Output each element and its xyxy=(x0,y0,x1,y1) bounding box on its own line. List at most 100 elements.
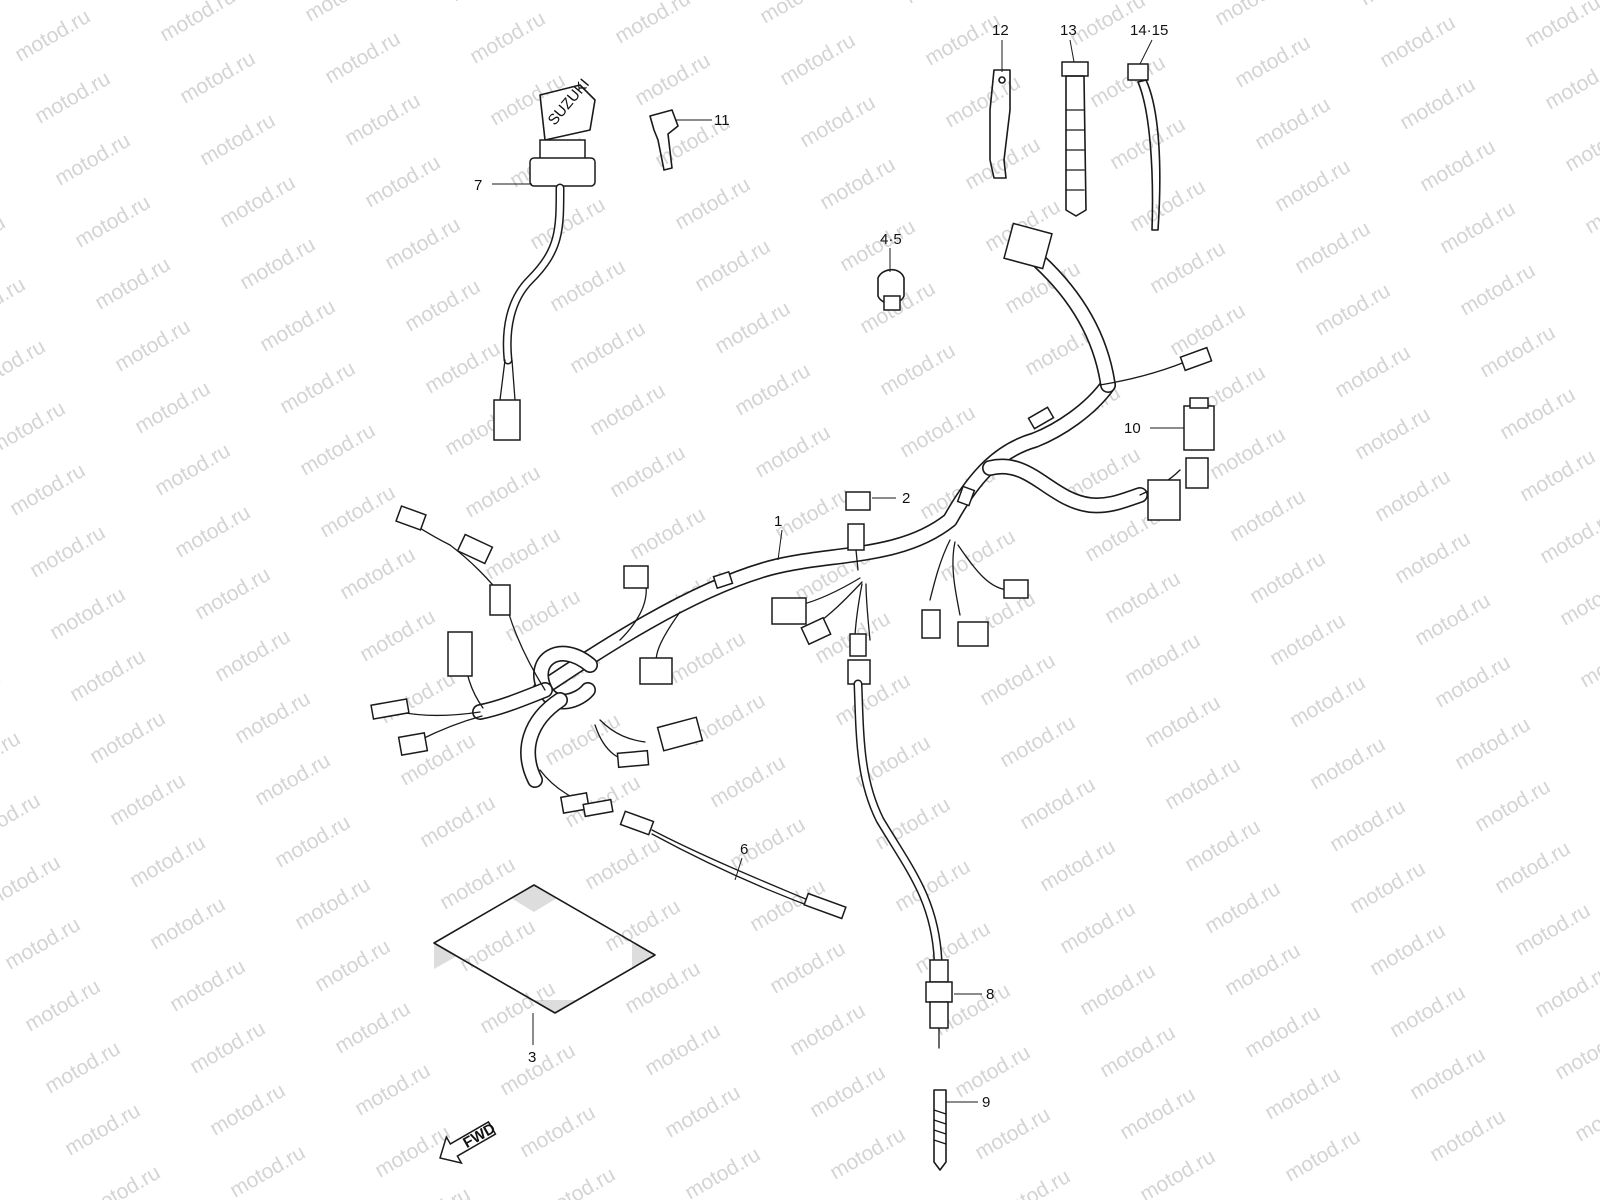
watermark-text: motod.ru xyxy=(1206,423,1289,484)
watermark-text: motod.ru xyxy=(516,1101,599,1162)
watermark-text: motod.ru xyxy=(11,5,94,66)
watermark-text: motod.ru xyxy=(191,563,274,624)
clamp-strap xyxy=(989,69,1011,179)
watermark-text: motod.ru xyxy=(1356,0,1439,10)
watermark-text: motod.ru xyxy=(1076,959,1159,1020)
watermark-text: motod.ru xyxy=(731,359,814,420)
watermark-text: motod.ru xyxy=(381,213,464,274)
watermark-text: motod.ru xyxy=(496,1039,579,1100)
callout-band: 13 xyxy=(1060,22,1077,39)
watermark-text: motod.ru xyxy=(401,275,484,336)
watermark-text: motod.ru xyxy=(0,211,9,272)
watermark-text: motod.ru xyxy=(71,191,154,252)
watermark-text: motod.ru xyxy=(66,645,149,706)
clamp xyxy=(877,268,905,311)
watermark-text: motod.ru xyxy=(1036,835,1119,896)
watermark-text: motod.ru xyxy=(1246,547,1329,608)
watermark-text: motod.ru xyxy=(0,851,64,912)
watermark-text: motod.ru xyxy=(131,377,214,438)
watermark-text: motod.ru xyxy=(166,955,249,1016)
watermark-text: motod.ru xyxy=(1596,693,1600,754)
watermark-text: motod.ru xyxy=(1561,115,1600,176)
watermark-text: motod.ru xyxy=(1571,1085,1600,1146)
watermark-text: motod.ru xyxy=(1241,1001,1324,1062)
watermark-text: motod.ru xyxy=(766,937,849,998)
callout-lead-wire: 6 xyxy=(740,841,748,858)
watermark-text: motod.ru xyxy=(1221,939,1304,1000)
watermark-text: motod.ru xyxy=(1541,53,1600,114)
watermark-text: motod.ru xyxy=(316,481,399,542)
watermark-text: motod.ru xyxy=(911,917,994,978)
watermark-text: motod.ru xyxy=(936,525,1019,586)
watermark-text: motod.ru xyxy=(1096,1021,1179,1082)
watermark-text: motod.ru xyxy=(776,29,859,90)
watermark-text: motod.ru xyxy=(691,235,774,296)
watermark-text: motod.ru xyxy=(1411,589,1494,650)
watermark-text: motod.ru xyxy=(1471,775,1554,836)
main-wiring-harness xyxy=(370,222,1213,818)
watermark-text: motod.ru xyxy=(481,523,564,584)
watermark-text: motod.ru xyxy=(106,769,189,830)
watermark-text: motod.ru xyxy=(1376,11,1459,72)
watermark-text: motod.ru xyxy=(706,751,789,812)
watermark-text: motod.ru xyxy=(1226,485,1309,546)
watermark-text: motod.ru xyxy=(0,789,44,850)
insulation-mat xyxy=(433,884,656,1014)
watermark-text: motod.ru xyxy=(311,935,394,996)
key xyxy=(649,109,679,171)
watermark-text: motod.ru xyxy=(226,1141,309,1200)
watermark-text: motod.ru xyxy=(1306,733,1389,794)
callout-clamp-strap: 12 xyxy=(992,22,1009,39)
watermark-text: motod.ru xyxy=(461,461,544,522)
watermark-text: motod.ru xyxy=(1406,1043,1489,1104)
watermark-text: motod.ru xyxy=(1266,609,1349,670)
watermark-text: motod.ru xyxy=(1161,753,1244,814)
watermark-text: motod.ru xyxy=(1416,135,1499,196)
watermark-text: motod.ru xyxy=(711,297,794,358)
fuse xyxy=(845,491,871,571)
watermark-text: motod.ru xyxy=(421,337,504,398)
watermark-text: motod.ru xyxy=(836,215,919,276)
watermark-text: motod.ru xyxy=(46,583,129,644)
watermark-text: motod.ru xyxy=(296,419,379,480)
sensor-probe xyxy=(933,1089,947,1171)
watermark-text: motod.ru xyxy=(526,193,609,254)
watermark-text: motod.ru xyxy=(1576,631,1600,692)
callout-key: 11 xyxy=(714,112,730,129)
watermark-text: motod.ru xyxy=(961,133,1044,194)
watermark-text: motod.ru xyxy=(971,1103,1054,1164)
watermark-text: motod.ru xyxy=(446,0,529,6)
watermark-text: motod.ru xyxy=(61,1099,144,1160)
watermark-text: motod.ru xyxy=(361,151,444,212)
watermark-text: motod.ru xyxy=(1211,0,1294,30)
watermark-text: motod.ru xyxy=(171,501,254,562)
watermark-text: motod.ru xyxy=(1491,837,1574,898)
watermark-text: motod.ru xyxy=(1391,527,1474,588)
watermark-text: motod.ru xyxy=(1281,1125,1364,1186)
watermark-text: motod.ru xyxy=(901,0,984,8)
watermark-text: motod.ru xyxy=(611,0,694,48)
watermark-text: motod.ru xyxy=(146,893,229,954)
watermark-text: motod.ru xyxy=(1286,671,1369,732)
watermark-text: motod.ru xyxy=(751,421,834,482)
watermark-text: motod.ru xyxy=(1086,51,1169,112)
watermark-text: motod.ru xyxy=(331,997,414,1058)
watermark-text: motod.ru xyxy=(586,379,669,440)
watermark-text: motod.ru xyxy=(501,585,584,646)
watermark-text: motod.ru xyxy=(666,627,749,688)
watermark-text: motod.ru xyxy=(351,1059,434,1120)
watermark-text: motod.ru xyxy=(376,667,459,728)
watermark-text: motod.ru xyxy=(786,999,869,1060)
watermark-text: motod.ru xyxy=(111,315,194,376)
ignition-switch: SUZUKI xyxy=(493,76,596,441)
watermark-text: motod.ru xyxy=(1556,569,1600,630)
watermark-text: motod.ru xyxy=(606,441,689,502)
watermark-text: motod.ru xyxy=(1346,857,1429,918)
watermark-text: motod.ru xyxy=(176,47,259,108)
watermark-text: motod.ru xyxy=(1426,1105,1509,1166)
watermark-text: motod.ru xyxy=(1231,31,1314,92)
callout-cable-tie: 14·15 xyxy=(1130,22,1168,39)
watermark-text: motod.ru xyxy=(1581,177,1600,238)
watermark-text: motod.ru xyxy=(1291,217,1374,278)
